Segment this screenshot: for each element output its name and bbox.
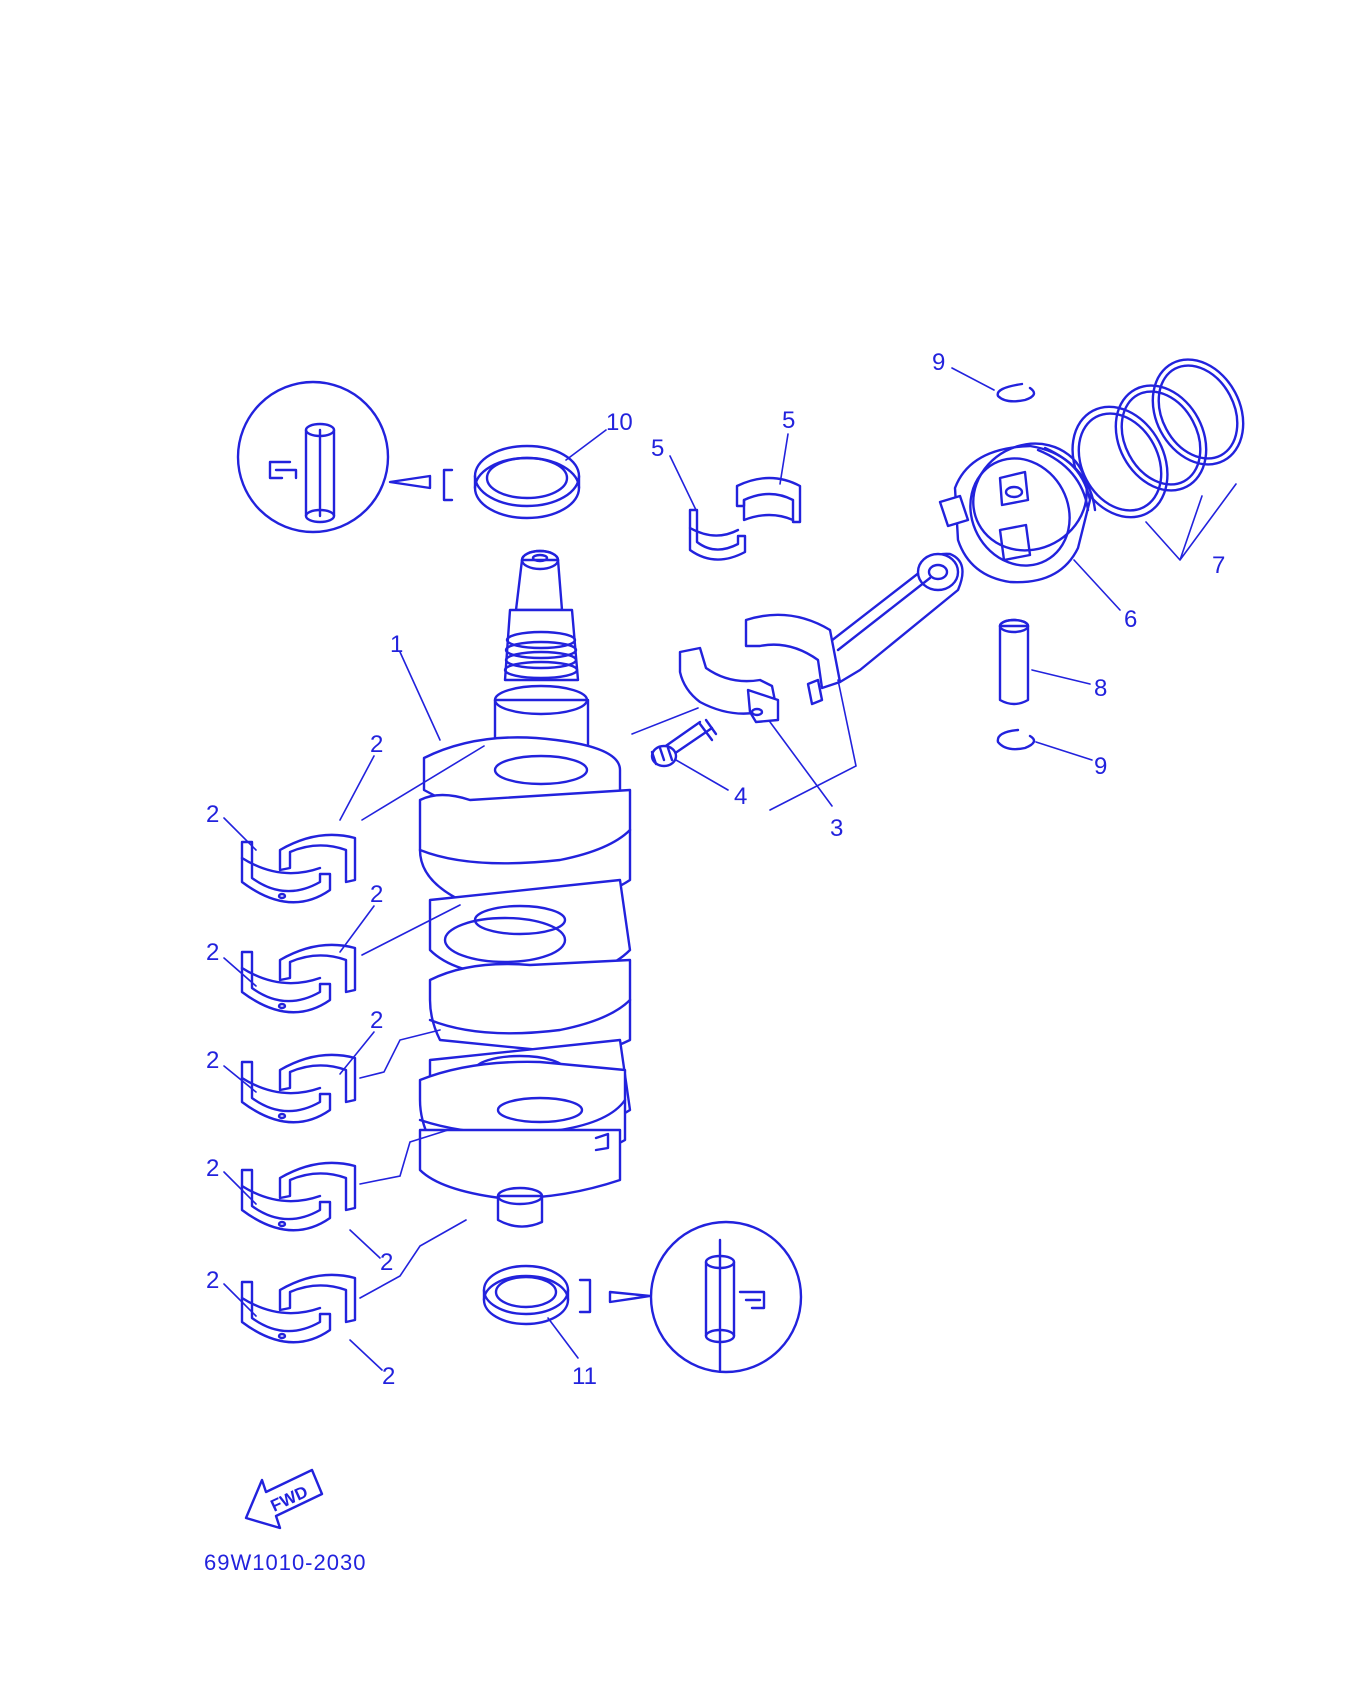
callout-2: 2: [370, 1007, 383, 1034]
callout-7: 7: [1212, 552, 1225, 579]
piston: [938, 442, 1097, 584]
callout-2: 2: [382, 1363, 395, 1390]
main-bearing-set-3: [240, 1053, 357, 1124]
callout-2: 2: [370, 881, 383, 908]
oil-seal-bottom: [482, 1264, 570, 1326]
connecting-rod: [678, 552, 964, 724]
callout-5-right: 5: [782, 407, 795, 434]
circlip-top: [996, 382, 1036, 403]
piston-pin: [998, 618, 1030, 706]
callout-1: 1: [390, 631, 403, 658]
grease-detail-top: [236, 380, 454, 534]
callout-6: 6: [1124, 606, 1137, 633]
callout-2: 2: [206, 939, 219, 966]
callout-11: 11: [572, 1363, 597, 1390]
grease-apply-icon: [704, 1238, 766, 1372]
callout-10: 10: [606, 409, 633, 436]
callout-9-top: 9: [932, 349, 945, 376]
conrod-bearing-upper: [735, 476, 802, 524]
main-bearing-set-5: [240, 1273, 357, 1344]
main-bearing-set-2: [240, 943, 357, 1014]
part-code: 69W1010-2030: [204, 1550, 366, 1575]
callout-4: 4: [734, 783, 747, 810]
callout-2: 2: [370, 731, 383, 758]
callout-2: 2: [380, 1249, 393, 1276]
callout-3: 3: [830, 815, 843, 842]
callout-2: 2: [206, 801, 219, 828]
crankshaft: [418, 549, 632, 1228]
main-bearing-set-1: [240, 833, 357, 904]
leader-lines: [223, 367, 1237, 1371]
callout-5-left: 5: [651, 435, 664, 462]
callouts: 10 5 5 9 7 6 8 9 1 4 3 2 2 2 2 2 2 2 2 2…: [206, 349, 1225, 1390]
grease-apply-icon: [268, 422, 336, 524]
callout-2: 2: [206, 1047, 219, 1074]
callout-8: 8: [1094, 675, 1107, 702]
main-bearing-set-4: [240, 1161, 357, 1232]
circlip-bottom: [996, 728, 1036, 751]
grease-detail-bottom: [578, 1220, 803, 1374]
callout-2: 2: [206, 1267, 219, 1294]
oil-seal-top: [473, 444, 581, 520]
conrod-bolt: [650, 718, 718, 768]
conrod-bearing-lower: [688, 508, 747, 561]
callout-2: 2: [206, 1155, 219, 1182]
fwd-arrow-icon: FWD: [244, 1468, 324, 1530]
callout-9-bottom: 9: [1094, 753, 1107, 780]
